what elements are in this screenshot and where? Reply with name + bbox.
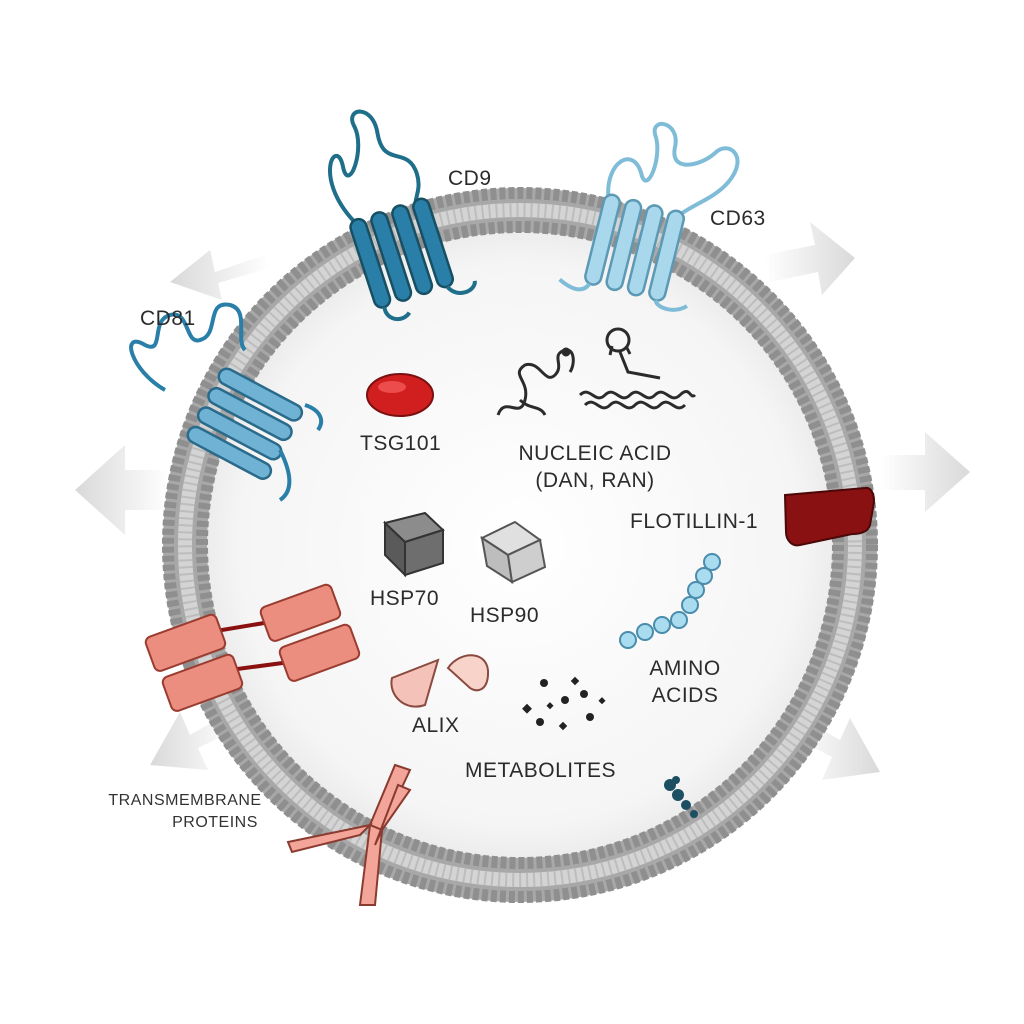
- label-nucleic-acid: NUCLEIC ACID (DAN, RAN): [495, 440, 695, 494]
- arrow-upper-left: [170, 250, 270, 300]
- nucleic-acid-shapes: [496, 327, 697, 416]
- label-cd63: CD63: [710, 207, 766, 230]
- teal-cluster: [664, 776, 698, 818]
- label-transmembrane-line1: TRANSMEMBRANE: [108, 792, 262, 809]
- cd63-protein: [558, 122, 740, 312]
- label-metabolites: METABOLITES: [465, 759, 616, 782]
- label-transmembrane-proteins: TRANSMEMBRANE PROTEINS: [95, 790, 275, 834]
- antibody-y-protein: [286, 763, 412, 906]
- label-flotillin-1: FLOTILLIN-1: [630, 510, 759, 533]
- alix-shapes: [390, 654, 490, 708]
- label-amino-acids: AMINO ACIDS: [640, 655, 730, 709]
- membrane-inner-heads: [196, 221, 844, 869]
- cd9-protein: [328, 109, 477, 322]
- arrow-left: [75, 445, 170, 535]
- label-cd81: CD81: [140, 307, 196, 330]
- membrane-outer-heads: [162, 187, 878, 903]
- label-transmembrane-line2: PROTEINS: [172, 814, 258, 831]
- transmembrane-dimer: [144, 583, 361, 712]
- label-alix: ALIX: [412, 714, 460, 737]
- arrow-right: [880, 432, 970, 512]
- amino-acids-chain: [619, 553, 721, 649]
- label-tsg101: TSG101: [360, 432, 442, 455]
- label-nucleic-acid-line2: (DAN, RAN): [535, 469, 655, 492]
- flotillin-1-shape: [783, 486, 876, 547]
- label-hsp70: HSP70: [370, 587, 440, 610]
- label-amino-acids-line1: AMINO: [649, 657, 721, 680]
- metabolites-dots: [522, 676, 606, 731]
- tsg101-highlight: [378, 381, 406, 393]
- membrane-tails: [178, 203, 862, 887]
- label-nucleic-acid-line1: NUCLEIC ACID: [518, 442, 672, 465]
- hsp70-cube: [382, 511, 445, 578]
- label-amino-acids-line2: ACIDS: [651, 684, 719, 707]
- label-cd9: CD9: [448, 167, 492, 190]
- arrow-upper-right: [765, 222, 855, 295]
- hsp90-cube: [479, 520, 547, 585]
- label-hsp90: HSP90: [470, 604, 540, 627]
- cd81-tail: [278, 403, 324, 502]
- cd81-protein: [129, 302, 304, 480]
- tsg101-shape: [366, 373, 434, 417]
